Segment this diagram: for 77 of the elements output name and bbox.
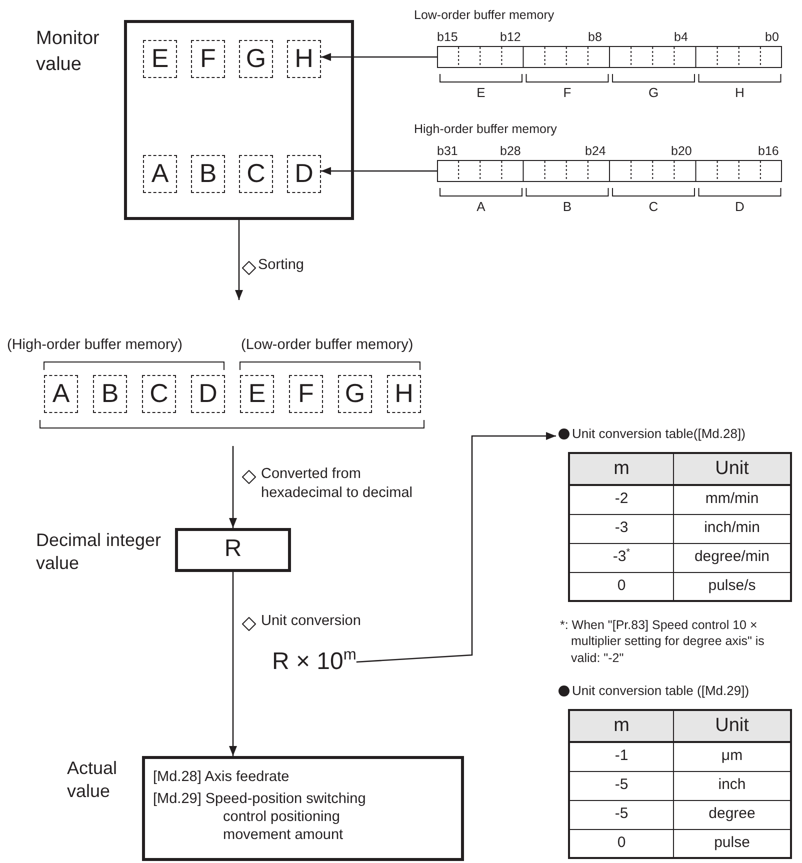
table-cell: 0 [568, 830, 674, 859]
letter-box: H [387, 375, 421, 413]
table-cell: mm/min [674, 486, 792, 515]
table-cell: -3 [568, 515, 674, 544]
group-caption: (High-order buffer memory) [7, 336, 182, 355]
footnote-text: *: When "[Pr.83] Speed control 10 × multiplier setting for degree axis" is valid: "-2" [560, 617, 766, 666]
letter-box: E [240, 375, 274, 413]
arrow [229, 572, 237, 756]
conversion-table [556, 426, 792, 602]
letter-box: C [142, 375, 176, 413]
table-cell: inch [674, 772, 792, 801]
table-header-cell: m [568, 452, 674, 486]
arrow [229, 446, 237, 528]
field-letter: A [476, 199, 486, 216]
conversion-table [556, 683, 792, 859]
description-text: [Md.29] Speed-position switching control positioning movement amount [153, 790, 367, 844]
field-letter: E [476, 85, 486, 102]
table-cell: -1 [568, 743, 674, 772]
table-cell: degree/min [674, 544, 792, 573]
letter-box: F [191, 40, 225, 78]
field-letter: H [734, 85, 746, 102]
arrow [235, 220, 243, 300]
field-letter: G [647, 85, 660, 102]
arrow [321, 167, 437, 175]
bit-number: b20 [671, 144, 692, 158]
bit-number: b15 [437, 30, 458, 44]
arrow [356, 432, 556, 663]
table-header-cell: m [568, 709, 674, 743]
table-cell: pulse/s [674, 573, 792, 602]
bit-number: b24 [585, 144, 606, 158]
table-header-cell: Unit [674, 452, 792, 486]
bit-number: b28 [500, 144, 521, 158]
table-cell: 0 [568, 573, 674, 602]
letter-box: A [44, 375, 78, 413]
table-cell: degree [674, 801, 792, 830]
table-cell: pulse [674, 830, 792, 859]
bit-number: b0 [765, 30, 779, 44]
edge-label: Sorting [258, 256, 304, 275]
letter-box: H [287, 40, 321, 78]
table-cell: -3$^{*}$ [568, 544, 674, 573]
letter-box: D [191, 375, 225, 413]
table-header-cell: Unit [674, 709, 792, 743]
letter-box: B [93, 375, 127, 413]
formula-text: R × 10$^{m}$ [272, 648, 356, 676]
register-title: Low-order buffer memory [414, 8, 554, 22]
letter-box: G [338, 375, 372, 413]
field-letter: C [648, 199, 660, 216]
table-cell: μm [674, 743, 792, 772]
table-cell: -5 [568, 772, 674, 801]
field-letter: D [734, 199, 746, 216]
bit-number: b8 [588, 30, 602, 44]
value-text: R [223, 535, 243, 563]
node-heading: Actual value [67, 757, 118, 804]
letter-box: E [143, 40, 177, 78]
field-letter: B [562, 199, 573, 216]
description-text: [Md.28] Axis feedrate [153, 768, 290, 786]
group-caption: (Low-order buffer memory) [241, 336, 414, 355]
letter-box: A [143, 155, 177, 193]
bit-number: b12 [500, 30, 521, 44]
table-title: Unit conversion table ([Md.29]) [572, 683, 750, 698]
bit-number: b16 [758, 144, 779, 158]
table-title: Unit conversion table([Md.28]) [572, 426, 746, 441]
letter-box: F [289, 375, 323, 413]
letter-box: D [287, 155, 321, 193]
arrow [321, 53, 437, 61]
letter-box: G [239, 40, 273, 78]
table-cell: -2 [568, 486, 674, 515]
field-letter: F [562, 85, 572, 102]
bit-number: b31 [437, 144, 458, 158]
node-heading: Decimal integer value [36, 529, 162, 576]
register-title: High-order buffer memory [414, 122, 557, 136]
node-heading: Monitor value [36, 27, 100, 77]
bit-number: b4 [674, 30, 688, 44]
table-cell: -5 [568, 801, 674, 830]
letter-box: C [239, 155, 273, 193]
table-cell: inch/min [674, 515, 792, 544]
letter-box: B [191, 155, 225, 193]
